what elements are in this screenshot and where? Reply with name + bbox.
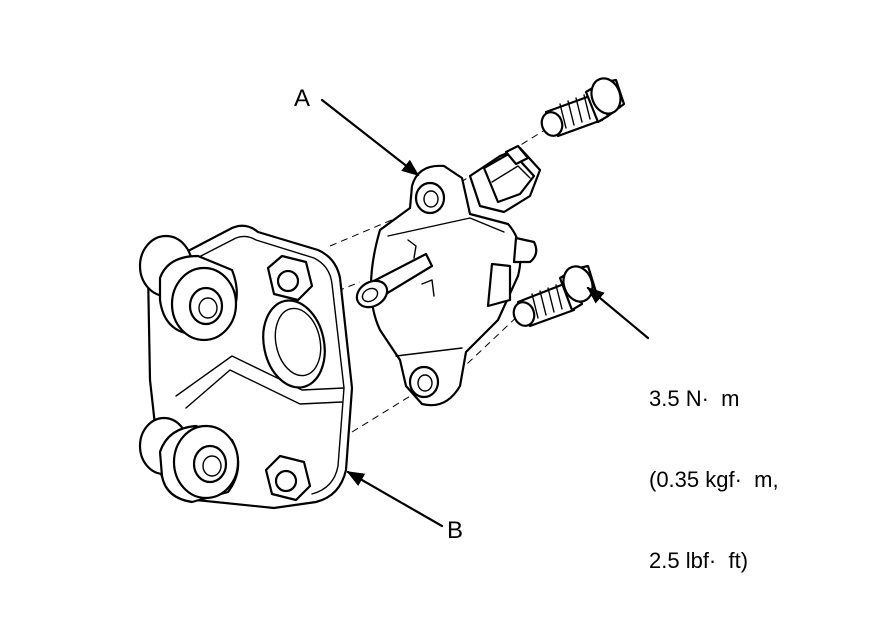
mounting-bracket bbox=[138, 224, 354, 510]
torque-spec: 3.5 N· m (0.35 kgf· m, 2.5 lbf· ft) bbox=[649, 331, 779, 601]
lower-bolt bbox=[512, 264, 598, 328]
leader-arrow-b bbox=[346, 470, 444, 528]
label-part-a: A bbox=[294, 85, 311, 112]
leader-lines bbox=[320, 98, 650, 528]
upper-bolt bbox=[540, 77, 626, 138]
leader-arrow-torque bbox=[586, 286, 650, 340]
sensor-assembly bbox=[355, 144, 542, 407]
torque-line-3: 2.5 lbf· ft) bbox=[649, 548, 749, 573]
torque-line-2: (0.35 kgf· m, bbox=[649, 467, 779, 492]
label-part-b: B bbox=[447, 517, 464, 544]
torque-line-1: 3.5 N· m bbox=[649, 386, 740, 411]
leader-arrow-a bbox=[320, 98, 420, 177]
